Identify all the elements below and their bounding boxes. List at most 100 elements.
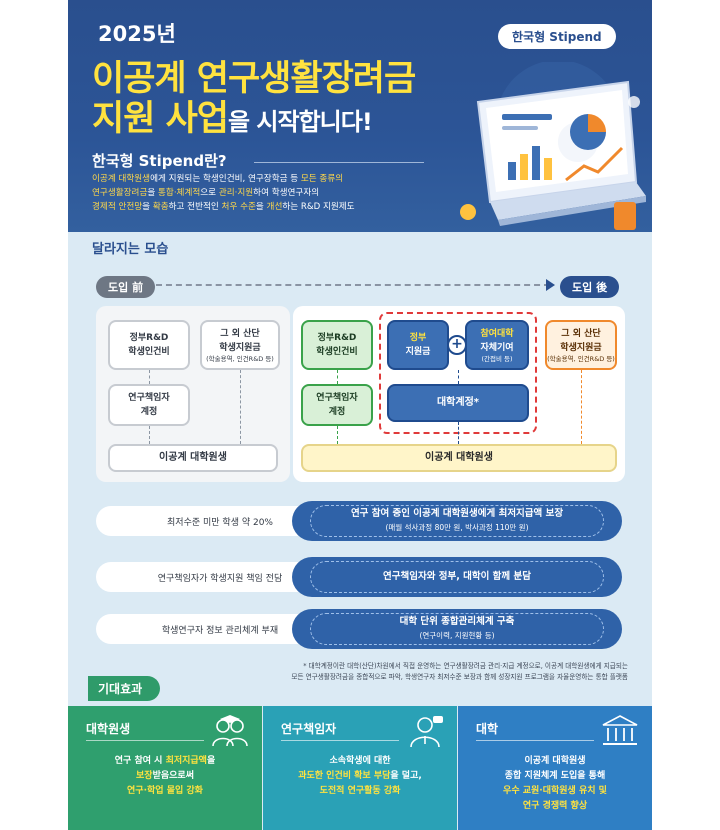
before-grad-box: 이공계 대학원생 xyxy=(108,444,278,472)
desc-text: 을 xyxy=(142,202,153,212)
effect-pi-heading: 연구책임자 xyxy=(281,722,337,736)
timeline-arrow-icon xyxy=(546,279,555,291)
poster: 2025년 이공계 연구생활장려금 지원 사업을 시작합니다! 한국형 Stip… xyxy=(68,0,652,830)
university-icon xyxy=(602,715,638,745)
box-subtext: (학술용역, 인건R&D 등) xyxy=(206,354,274,363)
connector xyxy=(458,370,459,384)
effect-univ-text: 이공계 대학원생 종합 지원체계 도입을 통해 우수 교원·대학원생 유치 및 … xyxy=(464,754,646,814)
row-subtext: (매월 석사과정 80만 원, 박사과정 110만 원) xyxy=(385,523,529,532)
effect-text: 연구 참여 시 xyxy=(114,756,166,766)
plus-icon: + xyxy=(447,335,467,355)
effect-univ-column: 대학 이공계 대학원생 종합 지원체계 도입을 통해 우수 교원·대학원생 유치… xyxy=(458,706,652,830)
stipend-description: 이공계 대학원생에게 지원되는 학생인건비, 연구장학금 등 모든 종류의 연구… xyxy=(92,172,432,214)
effect-highlight: 우수 교원·대학원생 유치 및 xyxy=(503,786,607,796)
effect-text: 종합 지원체계 도입을 통해 xyxy=(504,771,606,781)
row-subtext: (연구이력, 지원현황 등) xyxy=(419,631,495,640)
divider xyxy=(254,162,424,163)
effects-title: 기대효과 xyxy=(88,676,161,701)
desc-highlight: 관리·지원 xyxy=(218,188,254,198)
box-text: 학생지원금 xyxy=(560,342,602,353)
connector xyxy=(337,370,338,384)
divider xyxy=(281,740,399,741)
before-rnd-box: 정부R&D 학생인건비 xyxy=(108,320,190,370)
box-text: 정부 xyxy=(409,333,427,343)
box-text: 정부R&D xyxy=(129,333,169,343)
stipend-question-title: 한국형 Stipend란? xyxy=(92,152,227,170)
desc-text: 하는 R&D 지원제도 xyxy=(282,202,355,212)
laptop-charts-illustration xyxy=(460,62,646,230)
box-text: 지원금 xyxy=(405,347,431,357)
connector xyxy=(337,426,338,444)
students-icon xyxy=(212,715,248,747)
before-label: 도입 前 xyxy=(96,276,156,298)
after-label: 도입 後 xyxy=(560,276,620,298)
after-pi-account-box: 연구책임자 계정 xyxy=(301,384,373,426)
connector xyxy=(458,422,459,444)
desc-text: 을 xyxy=(255,202,267,212)
before-pi-account-box: 연구책임자 계정 xyxy=(108,384,190,426)
desc-text: 에게 지원되는 학생인건비, 연구장학금 등 xyxy=(150,174,301,184)
before-panel: 정부R&D 학생인건비 그 외 산단 학생지원금 (학술용역, 인건R&D 등)… xyxy=(96,306,290,482)
year-label: 2025년 xyxy=(98,22,176,46)
title-line2-suffix: 을 시작합니다! xyxy=(228,108,373,136)
box-text: 이공계 대학원생 xyxy=(159,452,227,463)
effect-pi-text: 소속학생에 대한 과도한 인건비 확보 부담을 덜고, 도전적 연구활동 강화 xyxy=(269,754,451,799)
title-line2: 지원 사업을 시작합니다! xyxy=(92,90,373,141)
connector xyxy=(149,426,150,444)
box-text: 이공계 대학원생 xyxy=(425,452,493,463)
box-text: 계정 xyxy=(328,407,346,417)
effect-highlight: 도전적 연구활동 강화 xyxy=(319,786,401,796)
divider xyxy=(476,740,594,741)
footnote-line: 모든 연구생활장려금을 종합적으로 파악, 학생연구자 최저수준 보장과 함께 … xyxy=(291,673,628,681)
divider xyxy=(86,740,204,741)
after-rnd-box: 정부R&D 학생인건비 xyxy=(301,320,373,370)
effect-text: 을 덜고, xyxy=(390,771,422,781)
comparison-after-2: 연구책임자와 정부, 대학이 함께 분담 xyxy=(292,557,622,597)
connector xyxy=(240,370,241,444)
row-text: 연구 참여 중인 이공계 대학원생에게 최저지급액 보장 xyxy=(350,508,564,519)
after-other-box: 그 외 산단 학생지원금 (학술용역, 인건R&D 등) xyxy=(545,320,617,370)
effect-highlight: 보장 xyxy=(136,771,153,781)
comparison-after-3: 대학 단위 종합관리체계 구축 (연구이력, 지원현황 등) xyxy=(292,609,622,649)
box-text: 연구책임자 xyxy=(128,393,170,403)
box-text: 학생인건비 xyxy=(316,347,358,357)
effect-pi-column: 연구책임자 소속학생에 대한 과도한 인건비 확보 부담을 덜고, 도전적 연구… xyxy=(263,706,457,830)
stipend-badge: 한국형 Stipend xyxy=(498,24,616,49)
after-gov-fund-box: 정부 지원금 xyxy=(387,320,449,370)
connector xyxy=(149,370,150,384)
researcher-icon xyxy=(410,716,443,748)
footnote-line: * 대학계정이란 대학(산단)차원에서 직접 운영하는 연구생활장려금 관리·지… xyxy=(303,662,628,670)
header-section: 2025년 이공계 연구생활장려금 지원 사업을 시작합니다! 한국형 Stip… xyxy=(68,0,652,232)
title-line1: 이공계 연구생활장려금 xyxy=(92,59,416,99)
desc-text: 을 xyxy=(147,188,158,198)
effect-text: 받음으로써 xyxy=(152,771,194,781)
effect-grad-heading: 대학원생 xyxy=(86,722,131,736)
effect-text: 이공계 대학원생 xyxy=(524,756,586,766)
title-line2-main: 지원 사업 xyxy=(92,99,229,139)
desc-highlight: 모든 종류의 xyxy=(300,174,344,184)
effect-text: 소속학생에 대한 xyxy=(329,756,391,766)
changes-title: 달라지는 모습 xyxy=(92,242,169,257)
desc-text: 하여 학생연구자의 xyxy=(253,188,320,198)
desc-highlight: 통합·체계적 xyxy=(158,188,201,198)
effect-grad-column: 대학원생 연구 참여 시 최저지급액을 보장받음으로써 연구·학업 몰입 강화 xyxy=(68,706,262,830)
box-text: 참여대학 xyxy=(480,328,514,339)
desc-text: 하고 전반적인 xyxy=(168,202,222,212)
after-univ-account-box: 대학계정* xyxy=(387,384,529,422)
comparison-after-1: 연구 참여 중인 이공계 대학원생에게 최저지급액 보장 (매월 석사과정 80… xyxy=(292,501,622,541)
footnote: * 대학계정이란 대학(산단)차원에서 직접 운영하는 연구생활장려금 관리·지… xyxy=(208,661,628,683)
box-text: 그 외 산단 xyxy=(561,328,601,339)
effect-grad-text: 연구 참여 시 최저지급액을 보장받음으로써 연구·학업 몰입 강화 xyxy=(74,754,256,799)
connector xyxy=(581,370,582,444)
effect-univ-heading: 대학 xyxy=(476,722,499,736)
desc-highlight: 확충 xyxy=(152,202,169,212)
desc-highlight: 경제적 안전망 xyxy=(92,202,143,212)
effect-highlight: 과도한 인건비 확보 부담 xyxy=(298,771,391,781)
box-text: 연구책임자 xyxy=(316,393,358,403)
box-text: 대학계정* xyxy=(436,397,480,408)
desc-text: 으로 xyxy=(200,188,219,198)
effect-highlight: 연구 경쟁력 향상 xyxy=(522,801,588,811)
effect-text: 을 xyxy=(206,756,216,766)
box-text: 학생지원금 xyxy=(219,342,261,353)
box-text: 계정 xyxy=(140,407,158,417)
